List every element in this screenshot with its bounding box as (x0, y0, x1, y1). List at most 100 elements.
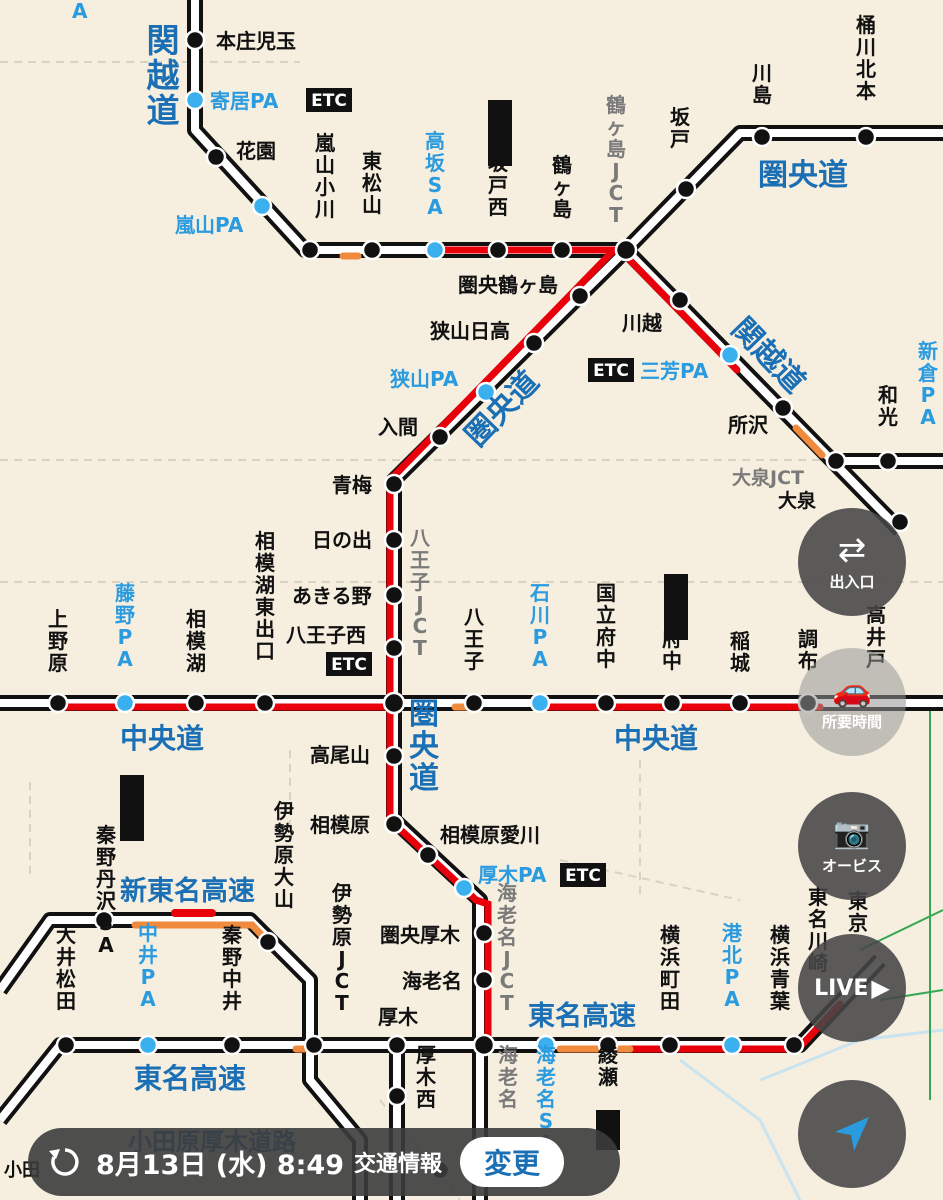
map-label-sagamiko: 相模湖 (186, 607, 207, 675)
travel-time-button[interactable]: 🚗 所要時間 (798, 648, 906, 756)
map-label-atsuginishi: 厚木西 (415, 1043, 437, 1111)
map-label-sagamiko_higashi: 相模湖東出口 (255, 529, 276, 663)
orbis-label: オービス (821, 856, 882, 875)
map-label-sakado: 坂戸 (670, 105, 691, 151)
live-camera-button[interactable]: LIVE ▶ (798, 934, 906, 1042)
map-label-kenou_atsugi: 圏央厚木 (380, 923, 461, 947)
map-label-oizumi: 大泉 (778, 489, 817, 512)
map-label-tsurugashima: 鶴ヶ島 (552, 153, 572, 221)
change-time-button[interactable]: 変更 (460, 1137, 565, 1187)
etc-badge-text: ETC (311, 91, 347, 111)
map-label-sayama_pa: 狭山PA (389, 367, 459, 391)
orbis-button[interactable]: 📷 オービス (798, 792, 906, 900)
live-label: LIVE (814, 975, 869, 1001)
etc-badge (326, 652, 372, 676)
entry-exit-label: 出入口 (829, 572, 875, 591)
map-label-sakadonishi: 坂戸西 (488, 151, 509, 219)
map-label-hanazono: 花園 (236, 139, 276, 163)
refresh-icon[interactable] (48, 1145, 82, 1179)
map-label-sagamihara_aikawa: 相模原愛川 (440, 823, 540, 847)
map-label-atsugi: 厚木 (378, 1005, 419, 1029)
route-label-kenoudo_ne: 圏央道 (758, 158, 848, 193)
video-camera-icon: ▶ (871, 974, 890, 1002)
map-label-yokohama_machida: 横浜町田 (660, 923, 681, 1013)
map-label-ebina_sa2: 海老名 (498, 1043, 518, 1111)
map-label-wako: 和光 (877, 383, 898, 429)
etc-badge (664, 574, 688, 640)
map-label-hachioji: 八王子 (464, 605, 485, 673)
route-label-chuo_w: 中央道 (120, 722, 204, 755)
etc-badge-text: ETC (565, 866, 601, 886)
map-label-kawajima: 川島 (751, 61, 772, 107)
map-label-letter-a: A (72, 0, 88, 23)
map-label-yorii_pa: 寄居PA (210, 89, 279, 113)
map-label-ome: 青梅 (332, 473, 372, 497)
map-label-isehara_oyama: 伊勢原大山 (273, 799, 294, 911)
route-label-shintomei: 新東名高速 (120, 875, 255, 907)
map-label-kunitachifuchu: 国立府中 (596, 581, 616, 671)
map-label-honjo: 本庄児玉 (216, 29, 296, 53)
etc-badge (306, 88, 352, 112)
map-label-iruma: 入間 (378, 415, 418, 439)
map-label-hadano_nakai: 秦野中井 (221, 923, 243, 1013)
navigation-arrow-icon (835, 1117, 869, 1151)
congestion-segments (54, 246, 844, 1053)
route-label-kanetsu_top: 関越道 (147, 21, 181, 130)
map-label-hachiojinishi: 八王子西 (286, 623, 366, 647)
current-location-button[interactable] (798, 1080, 906, 1188)
map-label-ayase: 綾瀬 (598, 1043, 619, 1089)
route-label-kenou_mid: 圏央道 (409, 697, 440, 796)
map-label-atsugi_pa: 厚木PA (478, 863, 547, 887)
route-label-tomei_e: 東名高速 (528, 1000, 636, 1032)
swap-arrows-icon: ⇄ (837, 529, 867, 570)
map-label-sagamihara: 相模原 (310, 813, 370, 837)
map-label-oizumi_jct: 大泉JCT (732, 466, 804, 489)
map-label-yokohama_aoba: 横浜青葉 (769, 923, 791, 1013)
station-dots (47, 29, 911, 1181)
route-label-tomei_w: 東名高速 (134, 1062, 246, 1095)
map-label-kawagoe: 川越 (621, 311, 663, 335)
map-label-ebina: 海老名 (402, 969, 462, 993)
map-label-kenou_tsurugashima: 圏央鶴ヶ島 (458, 273, 558, 297)
map-label-fuchu: 府中 (662, 627, 682, 673)
map-label-sayama_hidaka: 狭山日高 (429, 319, 510, 343)
map-label-tokorozawa: 所沢 (728, 413, 769, 437)
car-clock-icon: 🚗 (832, 670, 872, 709)
travel-time-label: 所要時間 (821, 712, 882, 731)
map-label-oimatsuda: 大井松田 (56, 923, 76, 1013)
entry-exit-button[interactable]: ⇄ 出入口 (798, 508, 906, 616)
traffic-info-label: 交通情報 (354, 1152, 443, 1177)
speed-camera-icon: 📷 (833, 815, 871, 851)
etc-badge (120, 775, 144, 841)
map-label-ranzan_ogawa: 嵐山小川 (314, 131, 336, 221)
map-label-takaosan: 高尾山 (310, 743, 370, 767)
map-label-uenohara: 上野原 (48, 607, 68, 675)
map-label-miyoshi_pa: 三芳PA (640, 359, 709, 383)
map-label-inagi: 稲城 (730, 629, 750, 675)
map-label-ranzan_pa: 嵐山PA (175, 213, 244, 237)
route-label-chuo_e: 中央道 (614, 722, 698, 755)
map-label-higashimatsuyama: 東松山 (362, 149, 382, 217)
etc-badge (588, 358, 634, 382)
etc-badge-text: ETC (593, 361, 629, 381)
etc-badge-text: ETC (331, 655, 367, 675)
map-label-okegawa_kitamoto: 桶川北本 (855, 13, 876, 103)
update-datetime: 8月13日 (水) 8:49 (96, 1149, 344, 1181)
map-label-akiruno: あきる野 (292, 584, 372, 608)
etc-badge (560, 863, 606, 887)
etc-badge (488, 100, 512, 166)
map-label-hinode: 日の出 (312, 528, 372, 552)
traffic-info-bar[interactable]: 8月13日 (水) 8:49 交通情報 変更 (28, 1128, 620, 1196)
